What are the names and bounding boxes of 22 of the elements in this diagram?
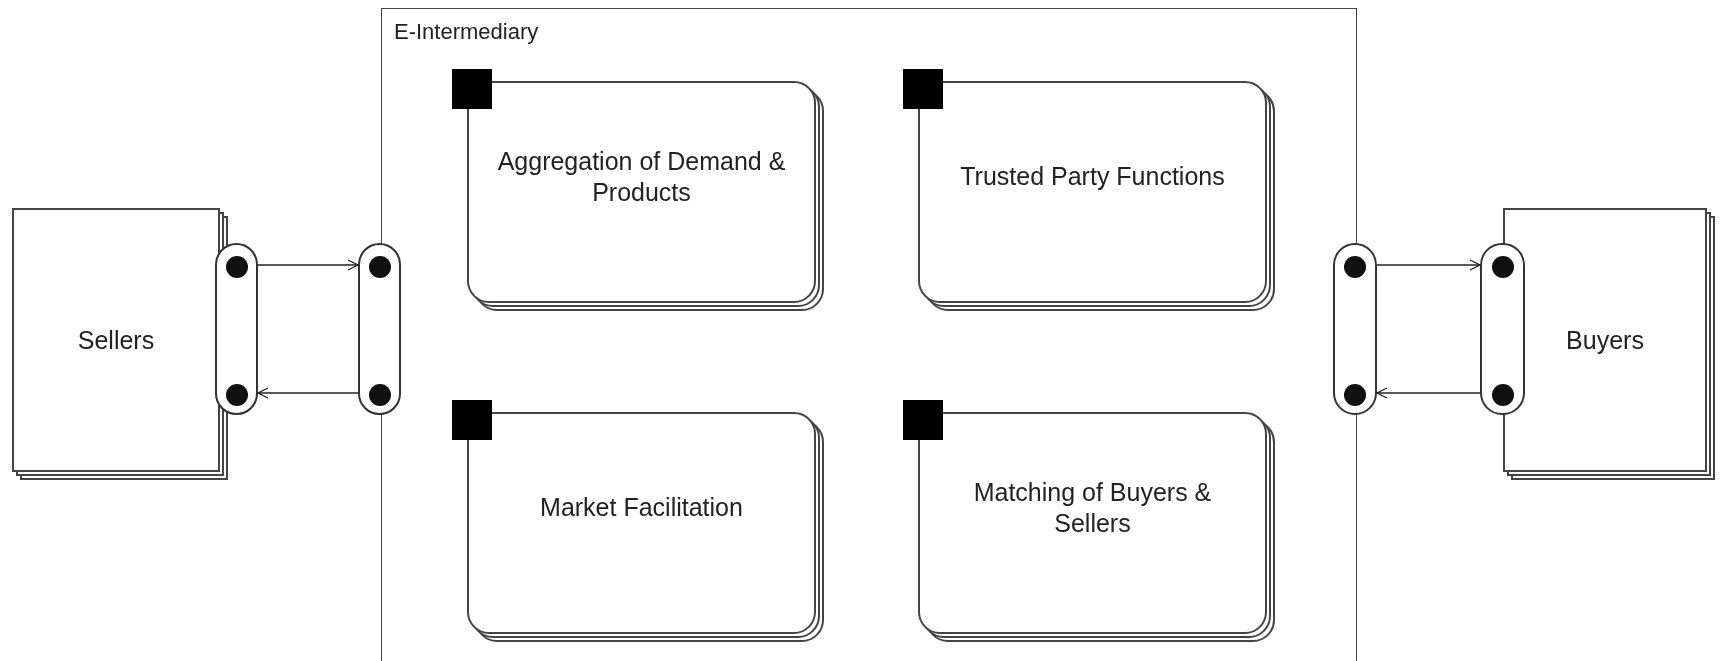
arrow: [1376, 259, 1481, 271]
document-label: Buyers: [1566, 325, 1644, 355]
card-label: Aggregation of Demand & Products: [496, 145, 787, 208]
stacked-card: [467, 412, 824, 642]
card-label: Matching of Buyers & Sellers: [972, 476, 1213, 539]
card-label: Market Facilitation: [540, 492, 743, 524]
arrow: [257, 259, 359, 271]
stacked-document: [1503, 208, 1715, 480]
arrow: [257, 387, 359, 399]
document-label: Sellers: [77, 325, 155, 355]
port-capsule: [1333, 243, 1377, 415]
arrow: [1376, 387, 1481, 399]
port-capsule: [1480, 243, 1525, 415]
port-capsule: [358, 243, 401, 415]
stacked-card: [467, 81, 824, 311]
card-label: Trusted Party Functions: [960, 161, 1225, 193]
system-boundary: [381, 8, 1357, 661]
port-capsule: [215, 243, 258, 415]
boundary-label: E-Intermediary: [394, 19, 539, 45]
stacked-document: [12, 208, 228, 480]
stacked-card: [918, 412, 1275, 642]
stacked-card: [918, 81, 1275, 311]
